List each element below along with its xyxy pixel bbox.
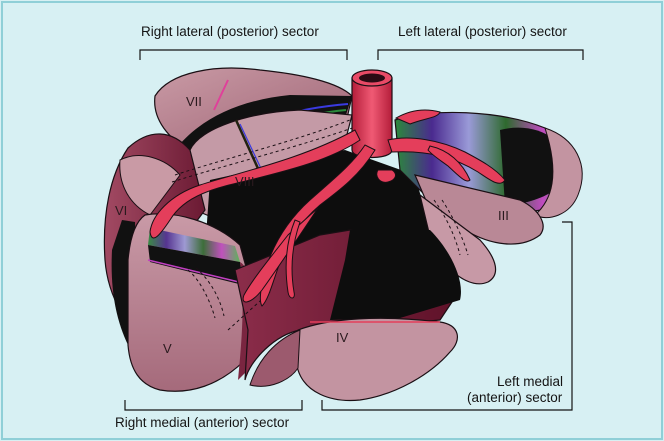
- right-lateral-sector-label: Right lateral (posterior) sector: [141, 24, 319, 40]
- left-lateral-sector-label: Left lateral (posterior) sector: [398, 24, 567, 40]
- right-medial-sector-label: Right medial (anterior) sector: [115, 415, 289, 431]
- segment-iv-label: IV: [336, 331, 348, 345]
- segment-vii-label: VII: [186, 95, 202, 109]
- segment-iii-label: III: [498, 209, 509, 223]
- right-lateral-bracket: [140, 50, 347, 60]
- segment-v-label: V: [163, 342, 172, 356]
- segment-vi-label: VI: [115, 204, 127, 218]
- segment-iv-region: [294, 318, 458, 400]
- segment-viii-label: VIII: [235, 175, 255, 189]
- left-medial-sector-label-line2: (anterior) sector: [467, 390, 562, 406]
- inferior-vena-cava: [352, 78, 392, 158]
- right-medial-bracket: [125, 400, 302, 410]
- left-medial-sector-label-line1: Left medial: [497, 374, 563, 390]
- left-lateral-bracket: [378, 50, 583, 60]
